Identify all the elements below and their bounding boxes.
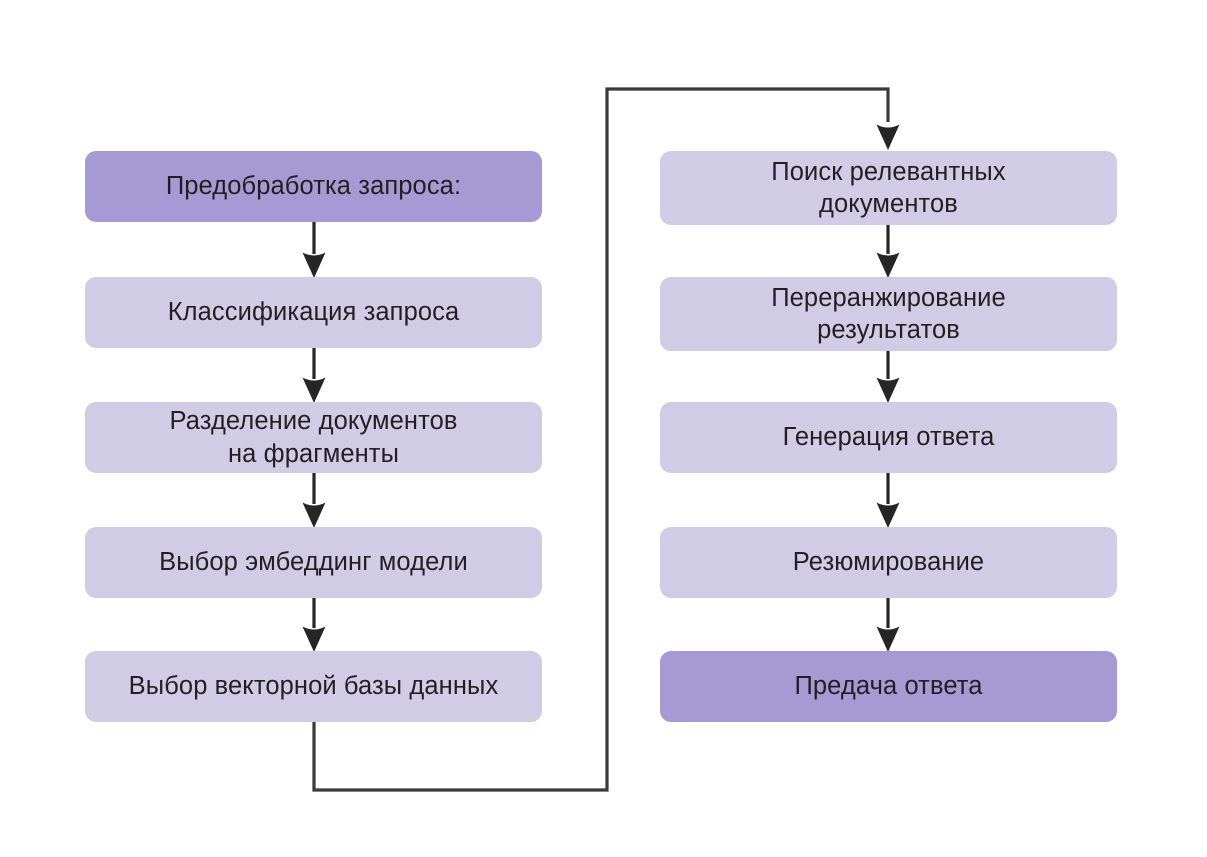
connector-classification-to-chunking	[302, 348, 326, 403]
node-label-embedding-model-choice: Выбор эмбеддинг модели	[159, 548, 468, 577]
node-label-vector-db-choice: Выбор векторной базы данных	[128, 672, 499, 701]
node-label-result-reranking: Переранжирование результатов	[771, 283, 1006, 344]
node-preprocessing[interactable]: Предобработка запроса:	[85, 151, 542, 222]
node-summarization[interactable]: Резюмирование	[660, 527, 1117, 598]
connector-preprocessing-to-classification	[302, 222, 326, 278]
node-label-query-classification: Классификация запроса	[167, 298, 460, 327]
node-label-document-chunking: Разделение документов на фрагменты	[169, 407, 458, 468]
node-answer-delivery[interactable]: Предача ответа	[660, 651, 1117, 722]
node-query-classification[interactable]: Классификация запроса	[85, 277, 542, 348]
connector-generation-to-summarization	[876, 473, 900, 528]
node-relevant-document-search[interactable]: Поиск релевантных документов	[660, 151, 1117, 225]
node-label-preprocessing: Предобработка запроса:	[165, 172, 462, 201]
connector-search-to-reranking	[876, 225, 900, 278]
node-embedding-model-choice[interactable]: Выбор эмбеддинг модели	[85, 527, 542, 598]
connector-reranking-to-generation	[876, 351, 900, 403]
node-label-relevant-document-search: Поиск релевантных документов	[771, 157, 1006, 218]
node-vector-db-choice[interactable]: Выбор векторной базы данных	[85, 651, 542, 722]
node-result-reranking[interactable]: Переранжирование результатов	[660, 277, 1117, 351]
node-label-answer-delivery: Предача ответа	[794, 672, 983, 701]
connector-chunking-to-embedding	[302, 473, 326, 528]
node-document-chunking[interactable]: Разделение документов на фрагменты	[85, 402, 542, 473]
node-label-answer-generation: Генерация ответа	[782, 423, 995, 452]
connector-embedding-to-vectordb	[302, 598, 326, 652]
connector-vectordb-to-search-loop	[312, 87, 900, 792]
node-label-summarization: Резюмирование	[792, 548, 985, 577]
connector-summarization-to-delivery	[876, 598, 900, 652]
node-answer-generation[interactable]: Генерация ответа	[660, 402, 1117, 473]
